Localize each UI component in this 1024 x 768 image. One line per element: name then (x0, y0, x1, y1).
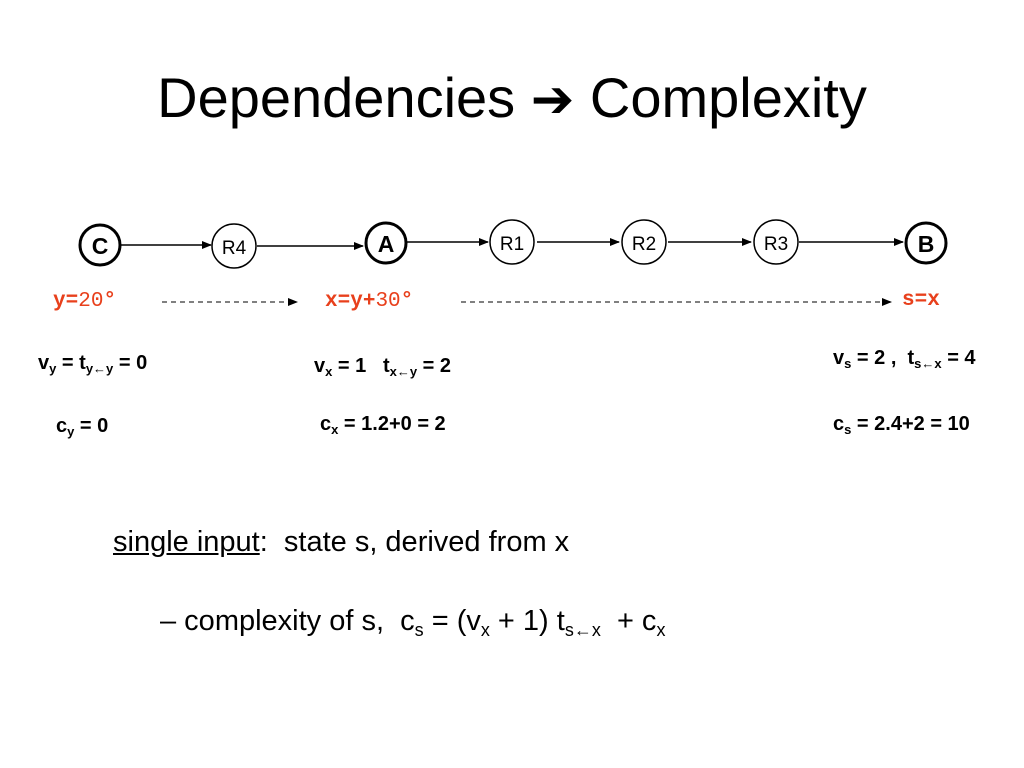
eq-vy-v: v (38, 352, 50, 374)
eq-vx-end: = 2 (417, 355, 451, 377)
statement-x-op: = (337, 290, 351, 313)
eq-vy-vsub: y (49, 361, 57, 376)
node-c: C (78, 223, 122, 267)
eq-cs-end: = 2.4+2 = 10 (851, 413, 970, 435)
eq-vs-v: v (833, 347, 845, 369)
statement-y-var: y (53, 290, 66, 313)
equation-vy: vy = ty←y = 0 (38, 351, 147, 375)
eq-vy-tsub: y←y (85, 361, 114, 376)
node-a-label: A (378, 231, 395, 257)
statement-x: x=y+30° (325, 290, 413, 314)
node-r2-label: R2 (632, 234, 656, 255)
equation-vx: vx = 1 tx←y = 2 (314, 354, 451, 378)
eq-vx-v: v (314, 355, 326, 377)
formula-mid1: = (v (423, 605, 481, 637)
slide-title: Dependencies ➔ Complexity (0, 62, 1024, 136)
node-r1: R1 (489, 219, 535, 265)
node-r3: R3 (753, 219, 799, 265)
statement-y-op: = (65, 290, 79, 313)
eq-cy-c: c (56, 415, 68, 437)
eq-vs-end: = 4 (941, 347, 976, 369)
right-arrow-icon: ➔ (530, 71, 575, 129)
eq-vx-tsub: x←y (389, 364, 418, 379)
node-r4-label: R4 (222, 238, 247, 259)
eq-cy-end: = 0 (74, 415, 109, 437)
eq-vx-vsub: x (325, 364, 333, 379)
node-r2: R2 (621, 219, 667, 265)
formula-prefix: – complexity of s, c (160, 605, 415, 637)
formula-sub4: x (656, 620, 666, 640)
bullet-complexity-formula: – complexity of s, cs = (vx + 1) ts←x + … (160, 603, 665, 639)
node-c-label: C (92, 233, 109, 259)
eq-cx-end: = 1.2+0 = 2 (338, 413, 446, 435)
node-r1-label: R1 (500, 234, 524, 255)
node-b: B (904, 221, 948, 265)
eq-vs-vsub: s (844, 356, 852, 371)
statement-y-value: 20 (78, 290, 104, 313)
equation-cx: cx = 1.2+0 = 2 (320, 412, 446, 436)
node-b-label: B (918, 231, 935, 257)
title-right: Complexity (589, 66, 867, 129)
equation-vs: vs = 2 , ts←x = 4 (833, 346, 976, 370)
eq-vy-mid: = t (56, 352, 86, 374)
bullet-label-single-input: single input (113, 526, 260, 558)
eq-cx-c: c (320, 413, 332, 435)
formula-mid2: + 1) t (489, 605, 565, 637)
formula-sub3: s←x (564, 620, 601, 640)
eq-cs-c: c (833, 413, 845, 435)
node-r3-label: R3 (764, 234, 788, 255)
node-r4: R4 (211, 223, 257, 269)
formula-sub2: x (480, 620, 490, 640)
eq-cx-csub: x (331, 422, 339, 437)
statement-x-value: 30 (375, 290, 401, 313)
eq-vs-tsub: s←x (914, 356, 942, 371)
eq-vs-mid: = 2 , t (851, 347, 915, 369)
formula-mid3: + c (600, 605, 657, 637)
formula-sub1: s (414, 620, 424, 640)
bullet-single-input: single input: state s, derived from x (113, 524, 569, 560)
node-a: A (364, 221, 408, 265)
eq-cs-csub: s (844, 422, 852, 437)
statement-x-unit: ° (400, 290, 414, 313)
bullet-line1-rest: : state s, derived from x (259, 526, 570, 558)
equation-cy: cy = 0 (56, 414, 108, 438)
statement-y-unit: ° (103, 290, 117, 313)
eq-cy-csub: y (67, 424, 75, 439)
statement-x-expr: y+ (350, 290, 376, 313)
statement-s: s=x (902, 289, 940, 312)
eq-vy-end: = 0 (113, 352, 148, 374)
title-left: Dependencies (157, 66, 516, 129)
equation-cs: cs = 2.4+2 = 10 (833, 412, 970, 436)
eq-vx-mid: = 1 t (332, 355, 390, 377)
statement-x-var: x (325, 290, 338, 313)
statement-y: y=20° (53, 290, 116, 314)
